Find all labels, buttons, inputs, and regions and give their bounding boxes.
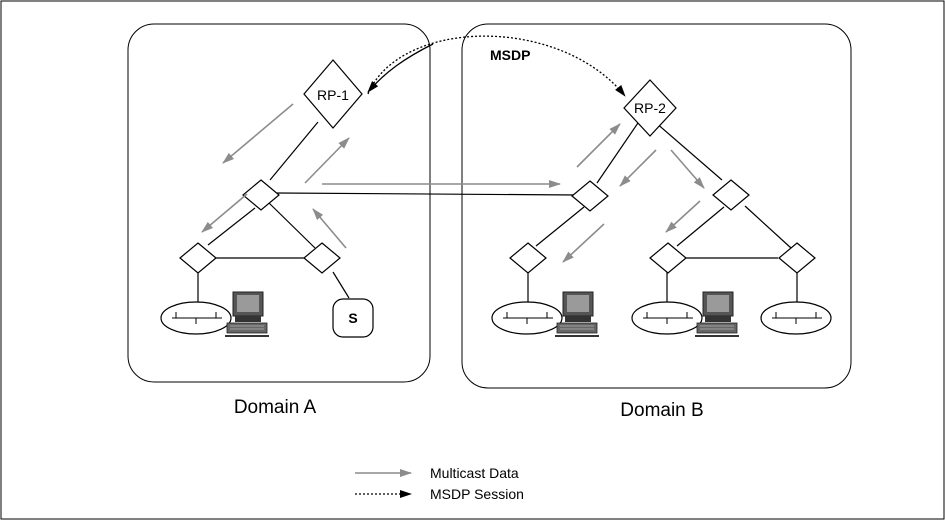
domain-b-label: Domain B — [620, 400, 703, 421]
msdp-session-start — [367, 43, 434, 93]
lan-b-left — [491, 301, 563, 335]
lan-b-right — [760, 301, 832, 335]
msdp-session-arc — [367, 35, 626, 97]
multicast-arrows — [201, 103, 705, 263]
lan-a — [160, 301, 232, 335]
router-a-top — [242, 179, 280, 211]
domain-b-links — [527, 119, 798, 303]
domain-a-links — [197, 121, 579, 303]
data-arrow-b-down-left — [562, 223, 605, 263]
lan-b-center — [631, 301, 703, 335]
domain-a-box — [127, 23, 431, 383]
data-arrow-up-to-rp1 — [304, 137, 350, 184]
router-b-right-top — [712, 179, 750, 211]
data-arrow-rp2-down-right — [670, 149, 705, 189]
source-node — [332, 298, 374, 338]
data-arrow-source-up — [312, 208, 347, 249]
data-arrow-rp1-down — [222, 103, 294, 164]
source-label: S — [348, 310, 357, 326]
computer-a-icon — [224, 291, 270, 337]
legend-multicast-label: Multicast Data — [430, 465, 519, 481]
domain-b-box — [461, 23, 852, 389]
data-arrow-a-down-left — [201, 193, 248, 233]
data-arrow-up-to-rp2 — [576, 123, 621, 168]
router-b-mid — [571, 180, 609, 212]
router-a-right — [303, 242, 341, 274]
router-b-left — [509, 242, 547, 274]
msdp-label: MSDP — [490, 47, 530, 63]
rp1-router — [303, 59, 363, 129]
rp1-label: RP-1 — [317, 87, 349, 103]
legend: Multicast Data MSDP Session — [355, 465, 524, 502]
router-a-left — [179, 242, 217, 274]
data-arrow-b-down-center — [665, 200, 701, 233]
domain-a-label: Domain A — [234, 397, 317, 418]
legend-msdp-label: MSDP Session — [430, 486, 524, 502]
data-arrow-rp2-down-left — [619, 149, 657, 187]
rp2-router — [623, 79, 677, 137]
router-b-far-right — [778, 242, 816, 274]
rp2-label: RP-2 — [634, 100, 666, 116]
router-b-center — [649, 242, 687, 274]
